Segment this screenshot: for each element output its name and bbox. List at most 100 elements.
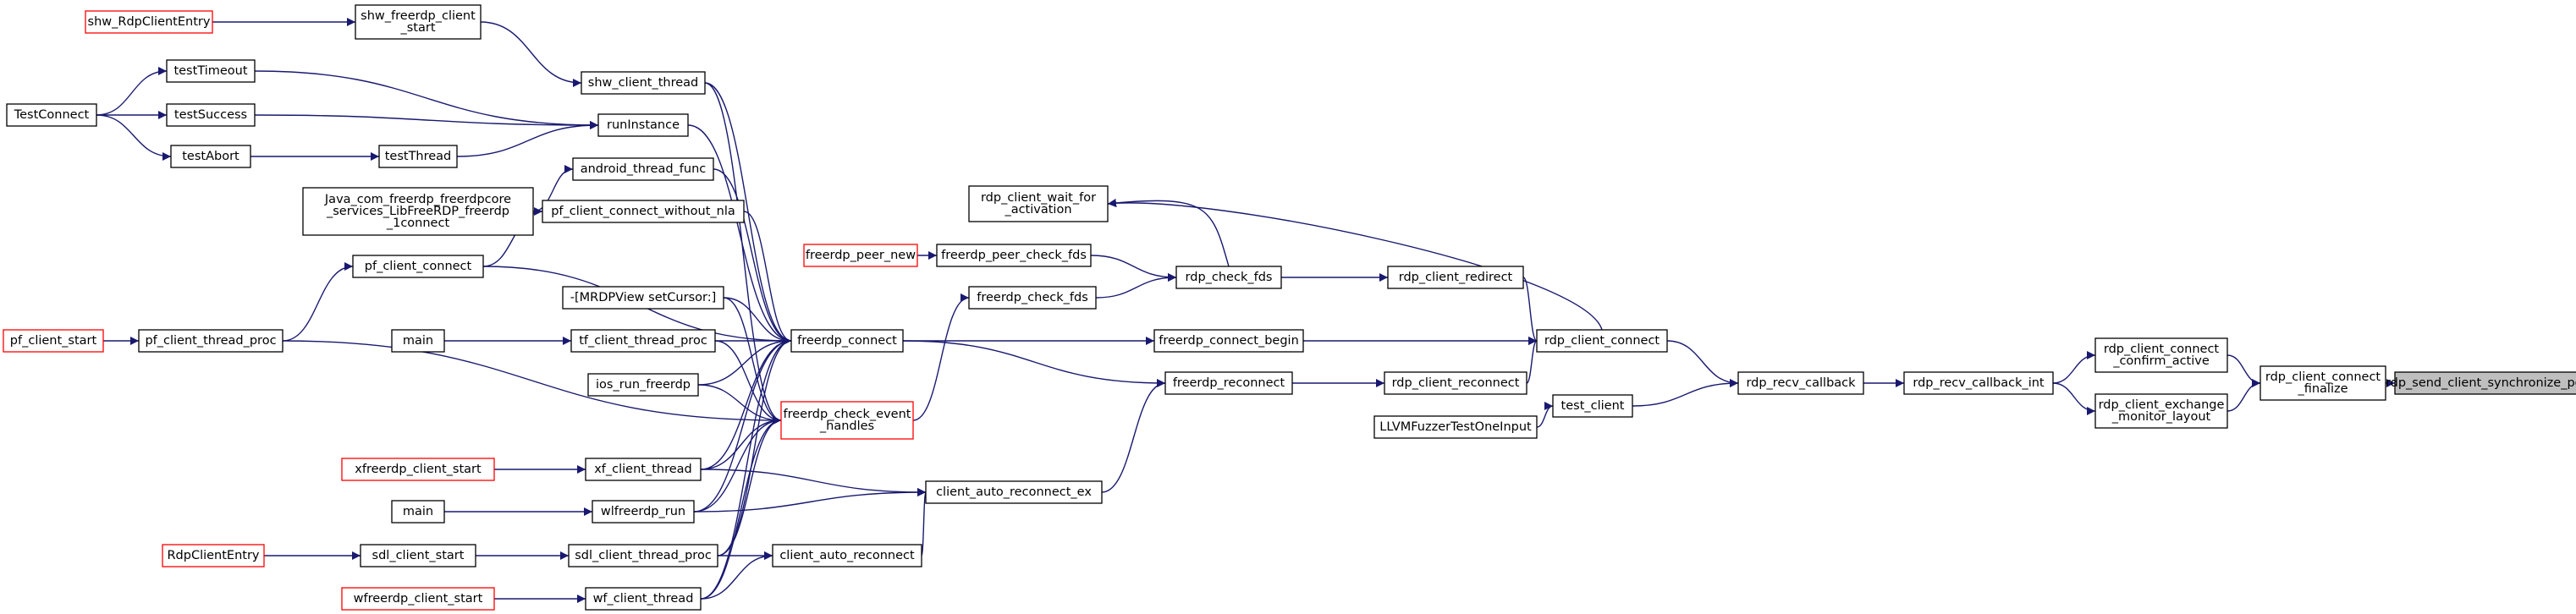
node-sdl-client-thread-proc[interactable]: sdl_client_thread_proc [568,544,718,567]
node-label: pf_client_connect_without_nla [551,205,735,218]
node-rdp-client-redirect[interactable]: rdp_client_redirect [1387,266,1524,289]
node-label: rdp_client_redirect [1399,271,1513,284]
node-main-wl[interactable]: main [391,500,445,524]
node-label: pf_client_start [10,334,97,348]
node-freerdp-connect[interactable]: freerdp_connect [790,329,904,353]
node-label: runInstance [607,118,680,132]
node-label: testSuccess [174,108,247,122]
node-box [1903,371,2054,395]
node-box [790,329,904,353]
node-runinstance[interactable]: runInstance [597,113,689,137]
node-client-auto-reconnect[interactable]: client_auto_reconnect [772,544,922,567]
node-android-thread-func[interactable]: android_thread_func [572,157,714,181]
edge-freerdp-peer-check-fds-to-rdp-check-fds [1090,255,1177,282]
node-label: LLVMFuzzerTestOneInput [1379,420,1532,434]
node-sdl-client-start[interactable]: sdl_client_start [360,544,476,567]
edge-client-auto-reconnect-ex-to-freerdp-reconnect [1101,379,1166,493]
node-tf-client-thread-proc[interactable]: tf_client_thread_proc [570,329,716,353]
node-label: _confirm_active [2112,354,2210,368]
node-pf-client-connect-without-nla[interactable]: pf_client_connect_without_nla [542,200,745,223]
node-client-auto-reconnect-ex[interactable]: client_auto_reconnect_ex [925,480,1103,504]
node-ios-run-freerdp[interactable]: ios_run_freerdp [587,373,699,397]
node-rdp-client-connect-finalize[interactable]: rdp_client_connect_finalize [2260,365,2386,401]
node-testsuccess[interactable]: testSuccess [166,103,256,127]
edge-pf-client-thread-proc-to-freerdp-check-event-handles [282,340,782,425]
node-rdp-client-connect[interactable]: rdp_client_connect [1536,329,1668,353]
node-label: rdp_send_client_synchronize_pdu [2386,376,2576,390]
node-box [170,145,251,168]
node-testtimeout[interactable]: testTimeout [166,59,256,83]
node-box [597,113,689,137]
node-label: tf_client_thread_proc [579,334,707,348]
node-rdp-client-connect-confirm-active[interactable]: rdp_client_connect_confirm_active [2094,337,2228,373]
edge-testsuccess-to-runinstance [254,114,599,129]
node-freerdp-connect-begin[interactable]: freerdp_connect_begin [1153,329,1304,353]
node-label: freerdp_reconnect [1173,376,1285,390]
edge-testconnect-to-testabort [96,114,172,161]
edge-rdp-client-connect-to-rdp-client-wait-for-activation [1107,199,1603,331]
node-label: sdl_client_thread_proc [575,549,712,562]
node-label: shw_RdpClientEntry [88,15,211,29]
node-label: _start [399,21,435,35]
node-box [2094,337,2228,373]
node-box [936,244,1092,267]
node-freerdp-check-event-handles[interactable]: freerdp_check_event_handles [780,401,914,440]
node-label: rdp_client_connect [2104,343,2220,356]
node-label: testAbort [182,150,239,163]
node-box [2394,371,2576,395]
node-shw-client-thread[interactable]: shw_client_thread [581,71,706,95]
node-box [391,329,445,353]
node-box [360,544,476,567]
node-wf-client-thread[interactable]: wf_client_thread [585,587,702,611]
node-wlfreerdp-run[interactable]: wlfreerdp_run [592,500,695,524]
node-freerdp-peer-new[interactable]: freerdp_peer_new [803,244,918,267]
node-box [592,500,695,524]
node-rdp-client-reconnect[interactable]: rdp_client_reconnect [1384,371,1527,395]
edge-sdl-client-thread-proc-to-freerdp-connect [717,337,792,556]
node-freerdp-reconnect[interactable]: freerdp_reconnect [1164,371,1293,395]
node-pf-client-connect[interactable]: pf_client_connect [352,255,484,278]
node-pf-client-thread-proc[interactable]: pf_client_thread_proc [138,329,283,353]
node-rdp-check-fds[interactable]: rdp_check_fds [1175,266,1282,289]
node-label: rdp_recv_callback [1746,376,1856,390]
node-label: xf_client_thread [594,463,692,476]
node-box [968,286,1097,310]
node-xfreerdp-client-start[interactable]: xfreerdp_client_start [341,458,495,481]
node-box [2094,393,2228,429]
node-llvmfuzzertestoneinput[interactable]: LLVMFuzzerTestOneInput [1373,415,1538,439]
node-freerdp-peer-check-fds[interactable]: freerdp_peer_check_fds [936,244,1092,267]
edge-rdp-client-connect-to-rdp-recv-callback [1666,340,1739,387]
node-java-freerdp-connect[interactable]: Java_com_freerdp_freerdpcore_services_Li… [302,187,534,236]
node-box [3,329,104,353]
node-label: rdp_client_connect [2265,370,2381,384]
node-rdp-client-exchange-monitor-layout[interactable]: rdp_client_exchange_monitor_layout [2094,393,2228,429]
node-testabort[interactable]: testAbort [170,145,251,168]
node-shw-freerdp-client-start[interactable]: shw_freerdp_client_start [355,4,482,40]
node-shw-rdpcliententry[interactable]: shw_RdpClientEntry [85,10,213,34]
edge-client-auto-reconnect-to-client-auto-reconnect-ex [916,488,927,556]
node-mrdpview-setcursor[interactable]: -[MRDPView setCursor:] [562,286,724,310]
node-wfreerdp-client-start[interactable]: wfreerdp_client_start [341,587,495,611]
edge-wlfreerdp-run-to-freerdp-connect [693,337,792,513]
node-xf-client-thread[interactable]: xf_client_thread [585,458,702,481]
edge-freerdp-connect-to-freerdp-reconnect [902,340,1166,387]
node-rdp-client-wait-for-activation[interactable]: rdp_client_wait_for_activation [968,185,1109,222]
node-testconnect[interactable]: TestConnect [6,103,97,127]
node-rdp-recv-callback-int[interactable]: rdp_recv_callback_int [1903,371,2054,395]
node-label: Java_com_freerdp_freerdpcore [324,193,511,206]
node-main-tf[interactable]: main [391,329,445,353]
node-label: _1connect [386,217,450,230]
node-label: rdp_client_reconnect [1392,376,1520,390]
node-label: freerdp_check_fds [977,291,1088,304]
node-freerdp-check-fds[interactable]: freerdp_check_fds [968,286,1097,310]
node-test-client[interactable]: test_client [1552,394,1633,418]
node-rdpcliententry[interactable]: RdpClientEntry [162,544,265,567]
node-label: freerdp_connect_begin [1159,334,1299,348]
node-rdp-send-client-synchronize-pdu[interactable]: rdp_send_client_synchronize_pdu [2386,371,2576,395]
node-pf-client-start[interactable]: pf_client_start [3,329,104,353]
node-rdp-recv-callback[interactable]: rdp_recv_callback [1737,371,1864,395]
node-box [302,187,534,236]
node-testthread[interactable]: testThread [378,145,458,168]
edge-rdp-client-reconnect-to-rdp-client-connect [1526,337,1538,384]
